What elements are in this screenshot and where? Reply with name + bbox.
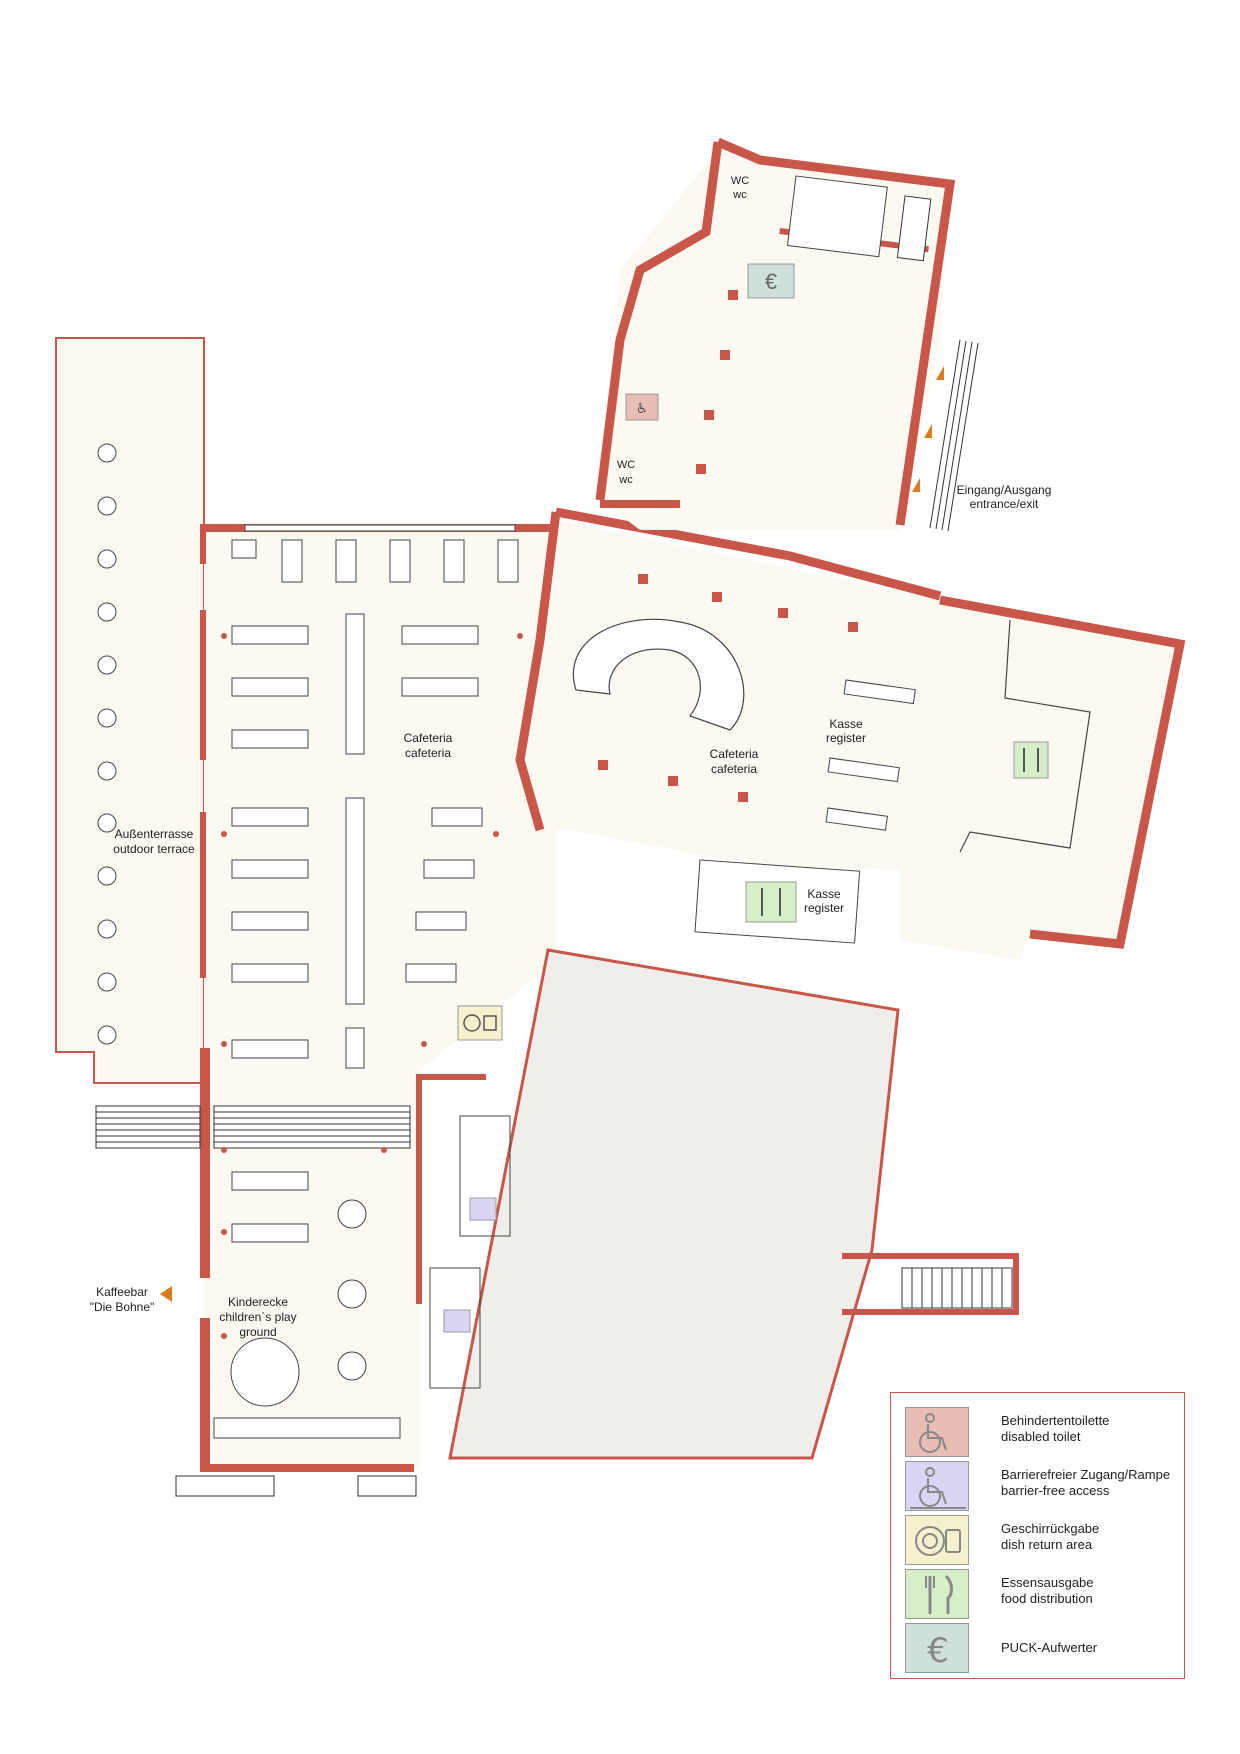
legend-item-dish-return: Geschirrückgabe dish return area bbox=[905, 1515, 1175, 1565]
map-labels: WC wc WC wc Eingang/Ausgang entrance/exi… bbox=[90, 175, 1052, 1339]
entrance-arrows bbox=[160, 366, 944, 1302]
outdoor-terrace bbox=[55, 337, 205, 1084]
label-kinderecke: Kinderecke bbox=[228, 1295, 288, 1309]
stairs-entrance bbox=[929, 339, 979, 532]
euro-symbol-map: € bbox=[747, 263, 795, 299]
legend-label-line1: PUCK-Aufwerter bbox=[1001, 1640, 1098, 1655]
label-wc-mid: WC bbox=[617, 459, 635, 471]
legend-label-disabled-toilet: Behindertentoilette disabled toilet bbox=[1001, 1413, 1109, 1445]
legend-label-line1: Essensausgabe bbox=[1001, 1575, 1094, 1590]
legend-label-line2: disabled toilet bbox=[1001, 1429, 1081, 1444]
label-cafeteria-center: Cafeteria bbox=[710, 747, 759, 761]
east-room-floor bbox=[900, 600, 1180, 960]
label-kasse-lower: Kasse bbox=[807, 887, 841, 901]
label-entrance-en: entrance/exit bbox=[970, 497, 1039, 511]
legend-item-barrier-free: Barrierefreier Zugang/Rampe barrier-free… bbox=[905, 1461, 1175, 1511]
legend-label-line2: food distribution bbox=[1001, 1591, 1093, 1606]
stairs-south-east bbox=[901, 1267, 1013, 1309]
legend-item-puck: € PUCK-Aufwerter bbox=[905, 1623, 1175, 1673]
terrace-tables bbox=[97, 443, 117, 1045]
large-hall bbox=[448, 948, 900, 1460]
cafeteria-tables-west bbox=[231, 539, 519, 1243]
food-symbol-map-lower bbox=[745, 881, 797, 923]
childrens-area-tables bbox=[213, 1199, 401, 1439]
legend-label-barrier-free: Barrierefreier Zugang/Rampe barrier-free… bbox=[1001, 1467, 1170, 1499]
label-cafeteria-left: Cafeteria bbox=[404, 731, 453, 745]
svg-text:€: € bbox=[927, 1631, 949, 1671]
label-kasse-upper: Kasse bbox=[829, 717, 863, 731]
fork-knife-icon bbox=[905, 1569, 969, 1619]
wheelchair-ramp-icon bbox=[905, 1461, 969, 1511]
stairs-north bbox=[896, 195, 932, 262]
svg-text:€: € bbox=[765, 269, 777, 294]
legend-label-line1: Barrierefreier Zugang/Rampe bbox=[1001, 1467, 1171, 1482]
label-kinderecke-en-2: ground bbox=[239, 1325, 276, 1339]
label-cafeteria-left-en: cafeteria bbox=[405, 746, 451, 760]
wheelchair-toilet-icon bbox=[905, 1407, 969, 1457]
label-kaffeebar: Kaffeebar bbox=[96, 1285, 148, 1299]
legend-label-line2: barrier-free access bbox=[1001, 1483, 1110, 1498]
kaffeebar-arrow bbox=[160, 1286, 172, 1302]
food-counter-east bbox=[959, 619, 1091, 853]
north-wing-floor bbox=[600, 148, 950, 530]
stairs-south bbox=[175, 1475, 417, 1497]
label-wc-top-en: wc bbox=[732, 189, 747, 201]
euro-icon: € bbox=[905, 1623, 969, 1673]
label-kinderecke-en-1: children`s play bbox=[219, 1310, 296, 1324]
label-wc-top: WC bbox=[731, 175, 749, 187]
legend: Behindertentoilette disabled toilet Barr… bbox=[890, 1392, 1185, 1679]
legend-label-dish-return: Geschirrückgabe dish return area bbox=[1001, 1521, 1099, 1553]
pillars-west bbox=[221, 633, 523, 1339]
food-symbol-map-east bbox=[1013, 741, 1049, 779]
disabled-toilet-symbol-map: ♿ bbox=[625, 393, 659, 421]
label-kasse-lower-en: register bbox=[804, 901, 844, 915]
legend-item-food-distribution: Essensausgabe food distribution bbox=[905, 1569, 1175, 1619]
label-terrace: Außenterrasse bbox=[115, 827, 194, 841]
legend-item-disabled-toilet: Behindertentoilette disabled toilet bbox=[905, 1407, 1175, 1457]
legend-label-food-distribution: Essensausgabe food distribution bbox=[1001, 1575, 1094, 1607]
label-terrace-en: outdoor terrace bbox=[113, 842, 195, 856]
ramp-symbol-map-1 bbox=[469, 1197, 497, 1221]
label-wc-mid-en: wc bbox=[618, 474, 633, 486]
plate-cup-icon bbox=[905, 1515, 969, 1565]
svg-text:♿: ♿ bbox=[636, 401, 649, 417]
legend-label-line1: Geschirrückgabe bbox=[1001, 1521, 1100, 1536]
label-entrance: Eingang/Ausgang bbox=[957, 483, 1052, 497]
dish-return-symbol-map bbox=[457, 1005, 503, 1041]
label-cafeteria-center-en: cafeteria bbox=[711, 762, 757, 776]
play-ground-circle bbox=[230, 1337, 300, 1407]
north-inner-room bbox=[786, 175, 888, 258]
ramps bbox=[429, 1115, 511, 1389]
label-kasse-upper-en: register bbox=[826, 731, 866, 745]
legend-label-puck: PUCK-Aufwerter bbox=[1001, 1640, 1097, 1656]
legend-label-line2: dish return area bbox=[1001, 1537, 1093, 1552]
label-kaffeebar-name: "Die Bohne" bbox=[90, 1300, 155, 1314]
columns bbox=[598, 290, 858, 802]
legend-label-line1: Behindertentoilette bbox=[1001, 1413, 1110, 1428]
register-counters bbox=[825, 679, 916, 831]
ramp-symbol-map-2 bbox=[443, 1309, 471, 1333]
stairs-terrace bbox=[95, 1105, 411, 1149]
serpentine-counter bbox=[572, 618, 745, 731]
